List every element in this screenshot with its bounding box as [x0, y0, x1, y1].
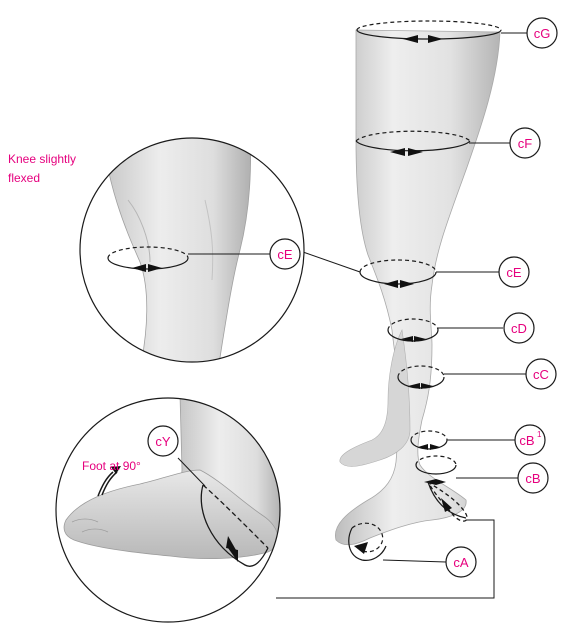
- label-cE-zoom: cE: [270, 239, 300, 269]
- label-cE-main: cE: [499, 257, 529, 287]
- knee-zoom-circle: [80, 118, 304, 370]
- svg-text:cG: cG: [534, 26, 551, 41]
- label-cY: cY: [148, 426, 178, 456]
- svg-text:cD: cD: [511, 321, 527, 336]
- svg-text:cE: cE: [277, 247, 293, 262]
- ring-cB: [416, 456, 518, 485]
- label-cC: cC: [526, 359, 556, 389]
- knee-note-line2: flexed: [8, 171, 40, 185]
- svg-text:1: 1: [537, 430, 542, 439]
- svg-text:cY: cY: [155, 434, 171, 449]
- svg-text:cB: cB: [525, 471, 540, 486]
- svg-text:cA: cA: [453, 555, 469, 570]
- label-cA: cA: [446, 547, 476, 577]
- svg-text:cE: cE: [506, 265, 522, 280]
- label-cB1: cB 1: [515, 425, 545, 455]
- label-cD: cD: [504, 313, 534, 343]
- connector-line-knee: [303, 252, 360, 272]
- label-cG: cG: [527, 18, 557, 48]
- knee-note-line1: Knee slightly: [8, 152, 76, 166]
- svg-text:cC: cC: [533, 367, 549, 382]
- label-cB: cB: [518, 463, 548, 493]
- foot-note: Foot at 90°: [82, 459, 141, 473]
- label-cF: cF: [510, 128, 540, 158]
- svg-text:cB: cB: [519, 433, 534, 448]
- ring-cB1: [411, 431, 515, 450]
- svg-text:cF: cF: [518, 136, 533, 151]
- leg-illustration: [335, 30, 500, 545]
